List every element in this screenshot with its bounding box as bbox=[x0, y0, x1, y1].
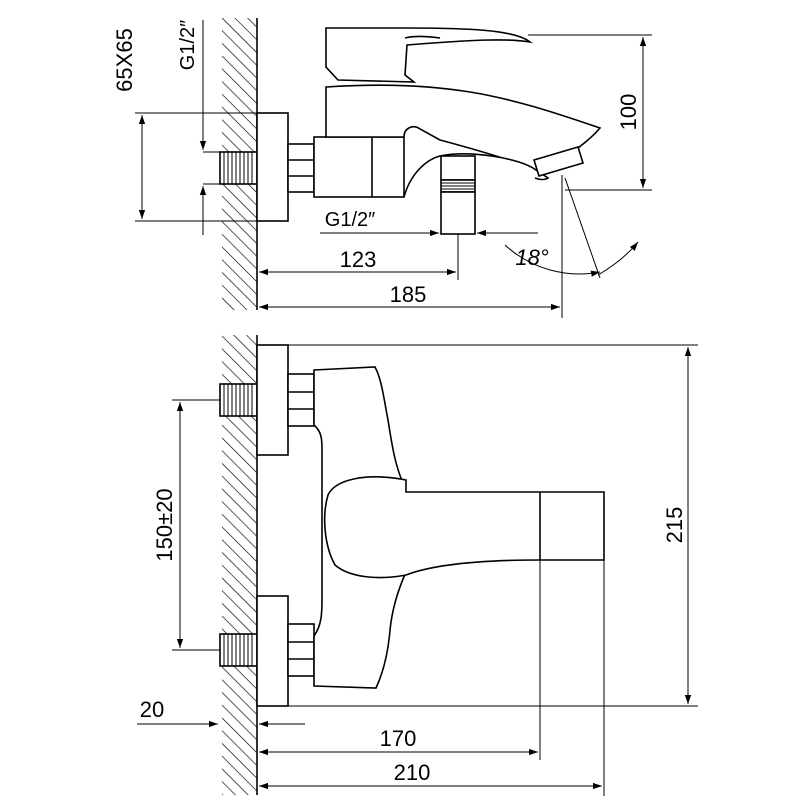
diverter-outlet-top bbox=[440, 155, 476, 235]
center-distance-label: 150±20 bbox=[152, 488, 177, 561]
thread-dimension-bottom: G1/2″ bbox=[320, 209, 538, 237]
wall-flange-top bbox=[256, 112, 289, 222]
spout-length-label: 185 bbox=[390, 282, 427, 307]
height-dimension-front: 215 bbox=[288, 344, 698, 707]
thread-dimension-left: G1/2″ bbox=[177, 20, 220, 235]
wall-flange-upper bbox=[256, 344, 289, 456]
wall-offset-label: 20 bbox=[140, 697, 164, 722]
spout-top bbox=[325, 84, 602, 198]
threaded-inlet-lower bbox=[219, 633, 258, 667]
spout-angle-dimension: 18° bbox=[504, 177, 639, 279]
total-length-dimension: 210 bbox=[259, 560, 605, 796]
flange-size-dimension: 65X65 bbox=[112, 28, 257, 222]
body-length-label: 170 bbox=[380, 726, 417, 751]
body-length-dimension: 170 bbox=[259, 560, 541, 760]
threaded-inlet-top bbox=[219, 151, 258, 185]
spout-length-dimension: 185 bbox=[259, 175, 563, 318]
wall-flange-lower bbox=[256, 595, 289, 707]
threaded-inlet-upper bbox=[219, 383, 258, 417]
lever-handle-top bbox=[325, 27, 533, 83]
hex-nut-upper bbox=[287, 373, 315, 427]
thread-label-bottom: G1/2″ bbox=[325, 209, 375, 231]
height-label-top: 100 bbox=[616, 94, 641, 131]
spout-front bbox=[323, 476, 605, 579]
total-length-label: 210 bbox=[394, 760, 431, 785]
front-view: 150±20 215 20 170 210 bbox=[137, 335, 698, 796]
hex-nut-top bbox=[287, 143, 315, 193]
height-dimension-top: 100 bbox=[528, 34, 652, 191]
spout-angle-label: 18° bbox=[515, 245, 548, 270]
hex-nut-lower bbox=[287, 623, 315, 677]
wall-offset-dimension: 20 bbox=[137, 697, 305, 728]
inlet-distance-label: 123 bbox=[340, 247, 377, 272]
center-distance-dimension: 150±20 bbox=[152, 399, 220, 651]
height-label-front: 215 bbox=[662, 507, 687, 544]
top-view: 65X65 G1/2″ G1/2″ 100 123 bbox=[112, 18, 652, 318]
mixer-body-top bbox=[313, 136, 405, 198]
flange-size-label: 65X65 bbox=[112, 28, 137, 92]
inlet-distance-dimension: 123 bbox=[259, 234, 459, 280]
thread-label-left: G1/2″ bbox=[177, 20, 199, 70]
